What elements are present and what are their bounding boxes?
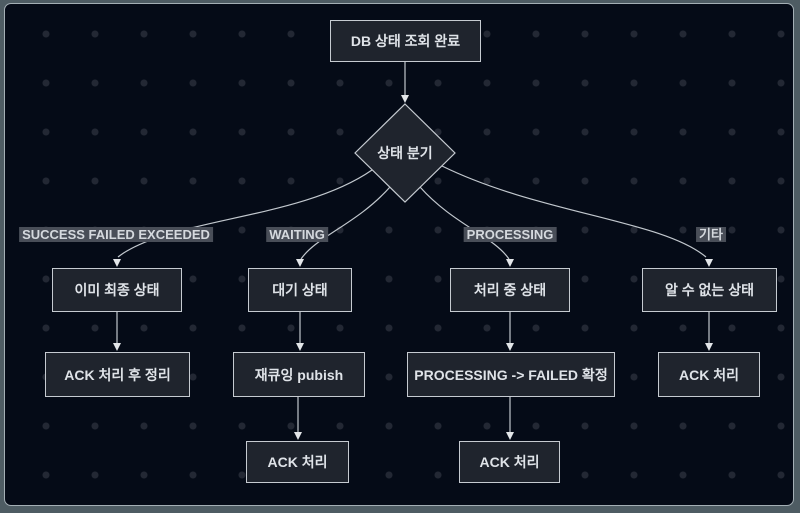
edge-decision-to-processing <box>419 186 510 260</box>
edge-label-waiting: WAITING <box>266 227 328 242</box>
edge-decision-to-already-final <box>117 169 373 258</box>
arrowhead-ack-cleanup <box>113 343 121 351</box>
node-already-final-state: 이미 최종 상태 <box>52 268 182 312</box>
arrowhead-ack-unknown <box>705 343 713 351</box>
arrowhead-failed-confirm <box>506 343 514 351</box>
arrowhead-ack-requeue <box>294 432 302 440</box>
decision-diamond-shape <box>354 103 456 203</box>
edge-label-processing: PROCESSING <box>463 227 557 242</box>
arrowhead-ack-failed <box>506 432 514 440</box>
arrowhead-requeue <box>296 343 304 351</box>
arrowhead-waiting <box>296 259 304 267</box>
node-ack-failed: ACK 처리 <box>459 441 560 483</box>
node-processing-to-failed-confirm: PROCESSING -> FAILED 확정 <box>407 352 615 397</box>
node-unknown-state: 알 수 없는 상태 <box>642 268 777 312</box>
arrowhead-processing <box>506 259 514 267</box>
edge-decision-to-unknown <box>441 165 707 258</box>
diagram-panel <box>4 3 794 506</box>
node-waiting-state: 대기 상태 <box>248 268 352 312</box>
node-status-branch: 상태 분기 <box>377 145 433 161</box>
arrowhead-decision <box>401 95 409 103</box>
node-processing-state: 처리 중 상태 <box>450 268 570 312</box>
arrowhead-already-final <box>113 259 121 267</box>
edge-label-success-failed-exceeded: SUCCESS FAILED EXCEEDED <box>19 227 213 242</box>
node-requeue-publish: 재큐잉 pubish <box>233 352 365 397</box>
node-ack-after-cleanup: ACK 처리 후 정리 <box>45 352 190 397</box>
node-db-status-query-complete: DB 상태 조회 완료 <box>330 20 481 62</box>
edge-label-other: 기타 <box>696 227 726 242</box>
node-ack-unknown: ACK 처리 <box>658 352 760 397</box>
edge-decision-to-waiting <box>300 186 391 260</box>
node-ack-requeue: ACK 처리 <box>246 441 349 483</box>
arrowhead-unknown <box>705 259 713 267</box>
